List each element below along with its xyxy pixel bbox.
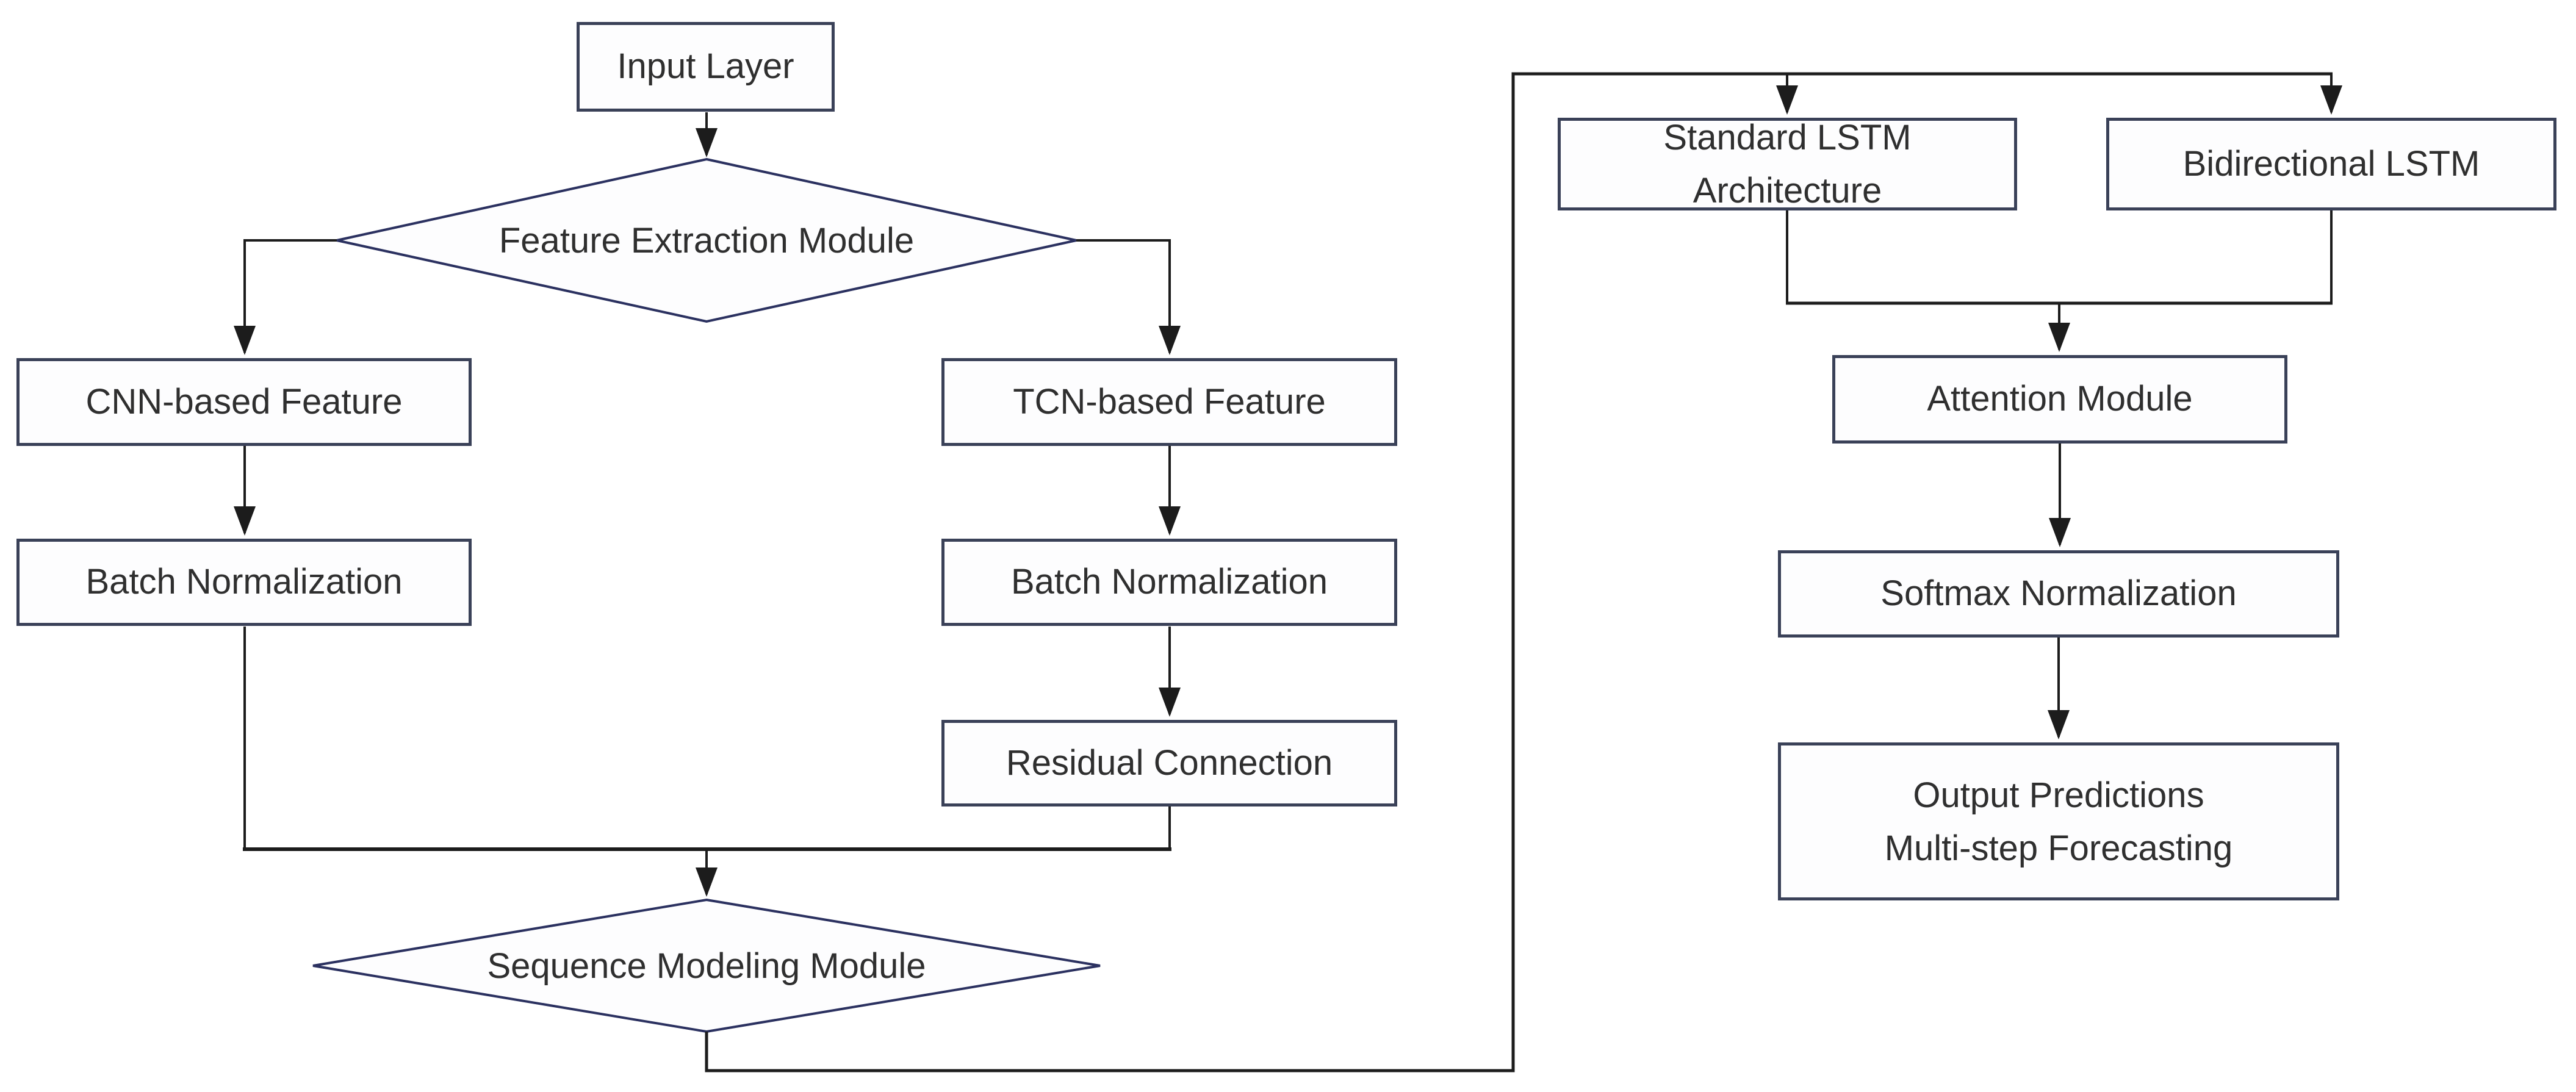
node-standard-lstm: Standard LSTM Architecture [1558,118,2017,210]
node-feature-extraction-module-label: Feature Extraction Module [498,220,915,260]
edge-feature-extraction-to-cnn [234,239,337,355]
node-attention-module: Attention Module [1832,355,2287,444]
node-sequence-modeling-module: Sequence Modeling Module [313,900,1100,1032]
node-softmax-normalization-label: Softmax Normalization [1880,573,2237,614]
node-batch-normalization-right-label: Batch Normalization [1011,562,1328,602]
node-bidirectional-lstm-label: Bidirectional LSTM [2182,143,2480,184]
node-output-predictions-label-line2: Multi-step Forecasting [1884,828,2233,868]
node-batch-normalization-left: Batch Normalization [16,539,472,626]
node-input-layer-label: Input Layer [617,46,794,87]
node-bidirectional-lstm: Bidirectional LSTM [2106,118,2556,210]
node-standard-lstm-label-line2: Architecture [1693,171,1882,210]
node-standard-lstm-label-line1: Standard LSTM [1663,118,1912,157]
node-output-predictions: Output Predictions Multi-step Forecastin… [1778,742,2339,900]
node-sequence-modeling-module-label: Sequence Modeling Module [487,946,926,986]
node-tcn-feature: TCN-based Feature [941,358,1397,446]
node-residual-connection-label: Residual Connection [1006,742,1333,783]
node-softmax-normalization: Softmax Normalization [1778,550,2339,638]
node-residual-connection: Residual Connection [941,720,1397,806]
node-input-layer: Input Layer [577,22,835,112]
node-feature-extraction-module: Feature Extraction Module [337,159,1076,321]
node-output-predictions-label-line1: Output Predictions [1913,775,2204,815]
node-tcn-feature-label: TCN-based Feature [1013,381,1326,422]
node-attention-module-label: Attention Module [1927,379,2193,419]
node-batch-normalization-left-label: Batch Normalization [85,562,403,602]
node-batch-normalization-right: Batch Normalization [941,539,1397,626]
edge-feature-extraction-to-tcn [1076,239,1181,355]
node-cnn-feature: CNN-based Feature [16,358,472,446]
feature-extraction-diamond-shape [336,157,1077,323]
node-cnn-feature-label: CNN-based Feature [85,381,403,422]
